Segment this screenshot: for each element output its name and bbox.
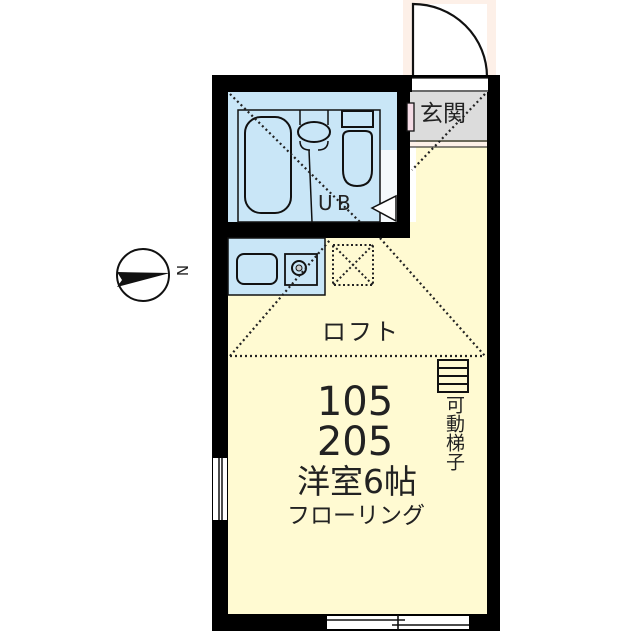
washbasin [297, 121, 331, 143]
genkan-label: 玄関 [420, 101, 466, 127]
fridge-space [332, 244, 374, 286]
genkan-floor [410, 92, 487, 140]
shoe-box [406, 102, 415, 132]
loft-label: ロフト [322, 318, 400, 346]
window-left[interactable] [213, 458, 227, 520]
entry-door [411, 2, 489, 78]
ladder-icon [437, 359, 469, 393]
loft-outline [229, 93, 486, 358]
unit-number-1: 105 [316, 379, 394, 425]
main-room-labels: 105 205 洋室6帖 フローリング [250, 382, 470, 530]
compass-icon [116, 248, 170, 302]
bath-label: U B [318, 191, 351, 215]
window-bottom[interactable] [327, 615, 469, 630]
room-type: 洋室6帖 [297, 462, 417, 501]
ladder-label: 可動梯子 [443, 395, 465, 471]
kitchen-sink [236, 253, 278, 285]
toilet [341, 110, 374, 188]
bathtub [244, 116, 292, 214]
unit-bath [228, 92, 397, 222]
flooring-label: フローリング [287, 503, 425, 529]
unit-number-2: 205 [316, 419, 394, 465]
compass-north-label: N [173, 264, 192, 277]
